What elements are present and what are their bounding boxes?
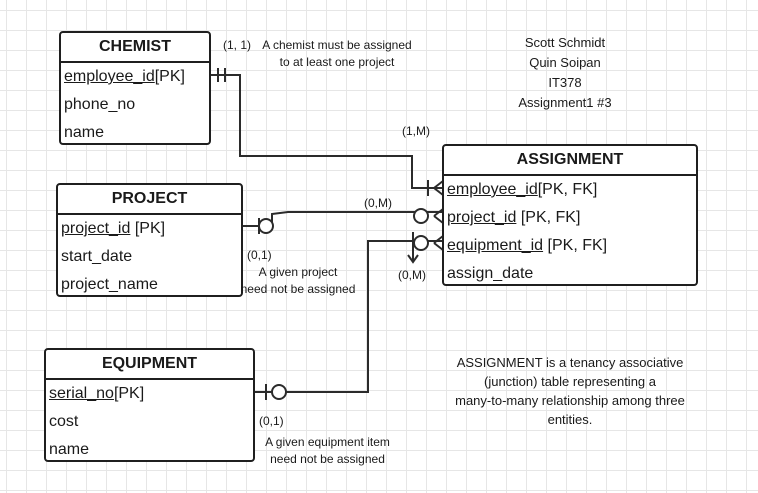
author-line: Scott Schmidt: [524, 35, 606, 50]
description-line: many-to-many relationship among three: [455, 393, 685, 408]
assignment-crowfoot-a: [433, 180, 444, 189]
attr-name: assign_date: [447, 265, 534, 282]
assignment-equipment-crowfoot-b: [433, 242, 444, 251]
attr-suffix: [PK, FK]: [537, 181, 598, 198]
attr-name: start_date: [61, 248, 133, 265]
equipment-title: EQUIPMENT: [46, 350, 253, 380]
attr-name: employee_id: [447, 181, 538, 198]
assignment-project-crowfoot-a: [433, 208, 444, 217]
attr-name: employee_id: [64, 68, 155, 85]
note-line: A given equipment item: [265, 435, 390, 449]
author-line: Assignment1 #3: [518, 95, 612, 110]
attr-name: phone_no: [64, 96, 136, 113]
cardinality-equipment: (0,1): [259, 414, 284, 428]
note-line: need not be assigned: [240, 282, 356, 296]
attr-name: serial_no: [49, 385, 114, 402]
attr-name: project_id: [447, 209, 517, 226]
project-zero-mark: [258, 218, 274, 234]
attr-name: name: [64, 124, 105, 141]
chemist-attr-phone-no: phone_no: [61, 91, 209, 119]
cardinality-assignment-equipment: (0,M): [398, 268, 426, 282]
assignment-attr-assign-date: assign_date: [444, 260, 696, 288]
chemist-assignment-line: [210, 74, 443, 189]
cardinality-project: (0,1): [247, 248, 272, 262]
equipment-attr-cost: cost: [46, 408, 253, 436]
author-line: IT378: [548, 75, 582, 90]
description-line: (junction) table representing a: [484, 374, 656, 389]
cardinality-chemist: (1, 1): [223, 38, 252, 52]
description-line: ASSIGNMENT is a tenancy associative: [456, 355, 684, 370]
chemist-entity[interactable]: CHEMIST employee_id[PK] phone_no name: [59, 31, 211, 145]
description-line: entities.: [547, 412, 593, 427]
assignment-title: ASSIGNMENT: [444, 146, 696, 176]
author-block: Scott Schmidt Quin Soipan IT378 Assignme…: [470, 33, 660, 113]
project-attr-project-id: project_id [PK]: [58, 215, 241, 243]
assignment-attr-employee-id: employee_id[PK, FK]: [444, 176, 696, 204]
assignment-attr-project-id: project_id [PK, FK]: [444, 204, 696, 232]
assignment-project-crowfoot-b: [433, 215, 444, 224]
assignment-project-zero-mark: [413, 208, 429, 224]
attr-suffix: [PK, FK]: [543, 237, 608, 254]
attr-name: cost: [49, 413, 79, 430]
equipment-zero-mark: [271, 384, 287, 400]
chemist-attr-employee-id: employee_id[PK]: [61, 63, 209, 91]
attr-suffix: [PK, FK]: [516, 209, 581, 226]
equipment-entity[interactable]: EQUIPMENT serial_no[PK] cost name: [44, 348, 255, 462]
equipment-attr-serial-no: serial_no[PK]: [46, 380, 253, 408]
project-attr-start-date: start_date: [58, 243, 241, 271]
note-line: need not be assigned: [270, 452, 385, 466]
chemist-attr-name: name: [61, 119, 209, 147]
note-chemist: A chemist must be assigned to at least o…: [252, 37, 422, 71]
chemist-title: CHEMIST: [61, 33, 209, 63]
assignment-equipment-arrow: [407, 254, 419, 264]
assignment-crowfoot-b: [433, 187, 444, 196]
note-line: A given project: [258, 265, 338, 279]
author-line: Quin Soipan: [529, 55, 601, 70]
assignment-attr-equipment-id: equipment_id [PK, FK]: [444, 232, 696, 260]
attr-suffix: [PK]: [130, 220, 166, 237]
description-block: ASSIGNMENT is a tenancy associative (jun…: [440, 353, 700, 429]
note-line: A chemist must be assigned: [262, 38, 412, 52]
note-project: A given project need not be assigned: [240, 264, 356, 298]
equipment-assignment-line: [254, 240, 443, 393]
assignment-equipment-zero-mark: [413, 235, 429, 251]
project-entity[interactable]: PROJECT project_id [PK] start_date proje…: [56, 183, 243, 297]
attr-name: name: [49, 441, 90, 458]
attr-suffix: [PK]: [113, 385, 145, 402]
attr-name: equipment_id: [447, 237, 544, 254]
cardinality-assignment-project: (0,M): [364, 196, 392, 210]
attr-suffix: [PK]: [154, 68, 185, 85]
cardinality-assignment-chemist: (1,M): [402, 124, 430, 138]
note-equipment: A given equipment item need not be assig…: [255, 434, 400, 468]
note-line: to at least one project: [279, 55, 395, 69]
equipment-attr-name: name: [46, 436, 253, 464]
assignment-equipment-crowfoot-a: [433, 235, 444, 244]
project-attr-project-name: project_name: [58, 271, 241, 299]
attr-name: project_name: [61, 276, 158, 293]
project-title: PROJECT: [58, 185, 241, 215]
attr-name: project_id: [61, 220, 131, 237]
assignment-entity[interactable]: ASSIGNMENT employee_id[PK, FK] project_i…: [442, 144, 698, 286]
